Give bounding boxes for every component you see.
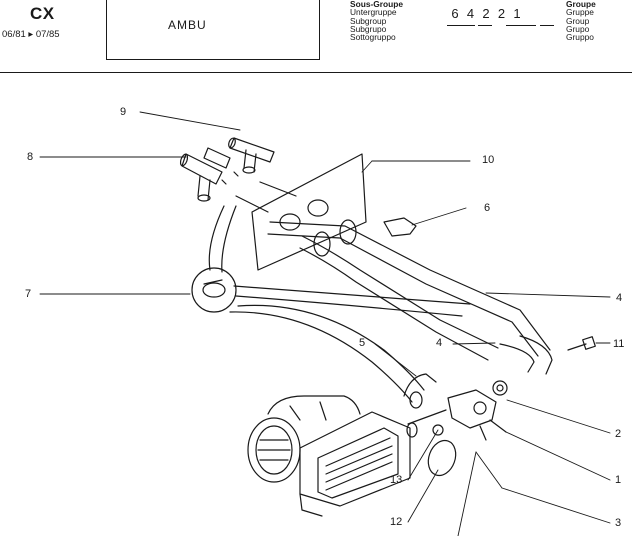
part-11-screw [567,336,596,351]
part-13-washer [432,424,444,436]
callout-12: 12 [390,516,403,528]
callout-4: 4 [436,337,443,349]
blower-heater-unit [247,395,411,517]
code-digit: 6 [451,6,459,21]
callout-9: 9 [120,106,127,118]
designation-box [106,0,320,60]
subgroup-label-en: Subgroup [350,15,387,26]
vehicle-model: CX [30,4,55,23]
callout-10: 10 [482,154,495,166]
code-underline [506,25,536,26]
callout-2: 2 [615,428,622,440]
group-labels: Groupe Gruppe Group Grupo Gruppo [566,0,596,43]
code-digit: 1 [513,6,521,21]
parts-header: CX 06/81 ▸ 07/85 AMBU Sous-Groupe Unterg… [0,0,632,74]
callout-3: 3 [615,517,622,529]
subgroup-label-es: Subgrupo [350,23,387,34]
part-10-bulkhead-plate [235,153,367,271]
callout-11: 11 [613,338,625,350]
subgroup-labels: Sous-Groupe Untergruppe Subgroup Subgrup… [350,0,404,43]
part-2-collar [492,380,508,396]
part-12-flap [427,439,457,477]
callout-5: 5 [359,337,366,349]
part-9-tee-connector [228,137,275,174]
group-label-es: Grupo [566,23,590,34]
callout-6: 6 [484,202,491,214]
code-digit: 2 [497,6,506,21]
part-designation: AMBU [168,18,207,32]
callout-7: 7 [25,288,32,300]
group-label-de: Gruppe [566,7,594,18]
code-underline [447,25,475,26]
part-6-clip [383,217,417,237]
subgroup-label-de: Untergruppe [350,7,397,18]
subgroup-label-fr: Sous-Groupe [350,0,404,9]
callout-13: 13 [390,474,403,486]
header-rule [0,72,632,73]
code-underline [540,25,554,26]
callout-8: 8 [27,151,34,163]
group-label-fr: Groupe [566,0,596,9]
code-digit: 2 [482,6,490,21]
part-1-valve [447,389,507,441]
group-label-en: Group [566,15,590,26]
leader-lines [39,111,611,536]
production-dates: 06/81 ▸ 07/85 [2,29,60,40]
part-8-distributor [179,147,239,202]
callout-4: 4 [616,292,623,304]
upper-hoses [267,219,551,361]
group-label-it: Gruppo [566,32,594,43]
subgroup-label-it: Sottogruppo [350,32,396,43]
lower-hoses [208,205,553,403]
code-digit: 4 [466,6,475,21]
callout-1: 1 [615,474,622,486]
code-underline [478,25,492,26]
part-5-elbows [403,373,447,438]
part-7-clip-detail [191,267,237,313]
